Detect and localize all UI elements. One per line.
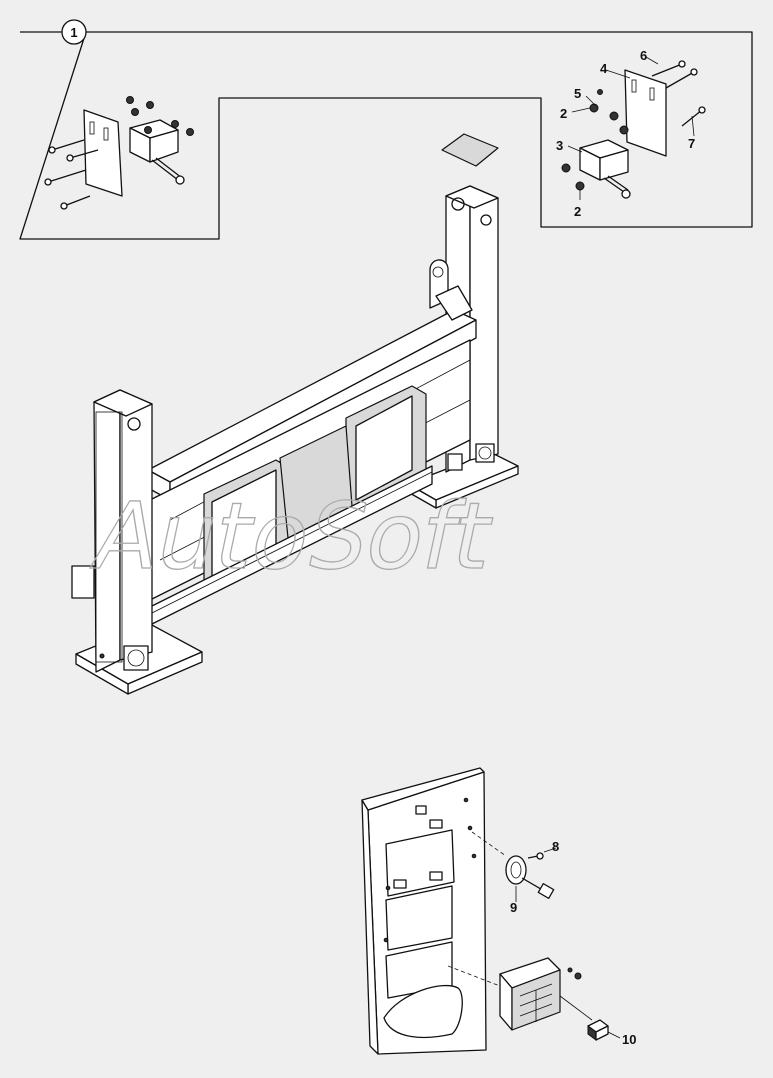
callout-7: 7 (688, 136, 695, 151)
detail-ref-label: 1 (70, 25, 77, 40)
relay-box (499, 957, 593, 1031)
detail-ref-circle (61, 19, 87, 45)
callout-2b: 2 (574, 204, 581, 219)
callout-2a: 2 (560, 106, 567, 121)
left-bracket-assembly (44, 96, 194, 210)
right-bracket-assembly (561, 56, 706, 200)
callout-6: 6 (640, 48, 647, 63)
callout-4: 4 (600, 61, 608, 76)
main-frame (71, 185, 519, 695)
callout-5: 5 (574, 86, 581, 101)
watermark: AutoSoft (85, 483, 503, 590)
electrical-panel (361, 767, 507, 1055)
callout-9: 9 (510, 900, 517, 915)
sensor-assembly (505, 847, 557, 902)
callout-3: 3 (556, 138, 563, 153)
switch (587, 1019, 621, 1041)
callout-8: 8 (552, 839, 559, 854)
callout-10: 10 (622, 1032, 636, 1047)
cover-plate (441, 133, 499, 167)
detail-frame (19, 31, 753, 240)
